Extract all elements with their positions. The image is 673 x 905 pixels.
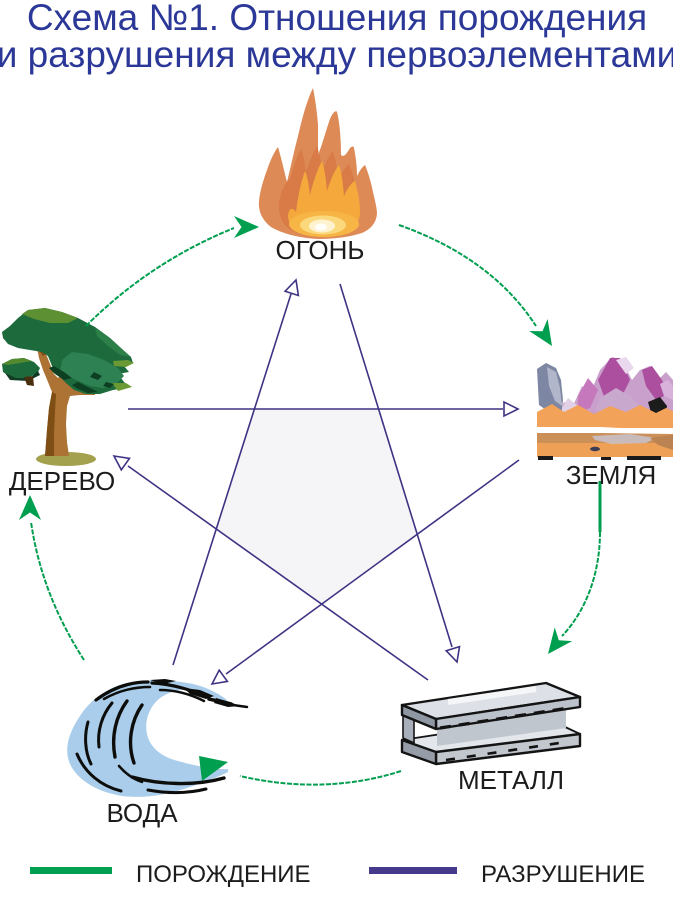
svg-text:ДЕРЕВО: ДЕРЕВО [9, 466, 115, 496]
svg-text:МЕТАЛЛ: МЕТАЛЛ [458, 765, 564, 795]
svg-text:Схема №1. Отношения порождения: Схема №1. Отношения порождения [27, 0, 647, 38]
svg-text:ВОДА: ВОДА [106, 798, 178, 828]
svg-text:ОГОНЬ: ОГОНЬ [276, 235, 365, 265]
svg-text:ПОРОЖДЕНИЕ: ПОРОЖДЕНИЕ [136, 861, 311, 888]
svg-text:РАЗРУШЕНИЕ: РАЗРУШЕНИЕ [481, 861, 645, 888]
svg-text:и разрушения между первоэлемен: и разрушения между первоэлементами [0, 34, 673, 75]
svg-text:ЗЕМЛЯ: ЗЕМЛЯ [566, 460, 657, 490]
